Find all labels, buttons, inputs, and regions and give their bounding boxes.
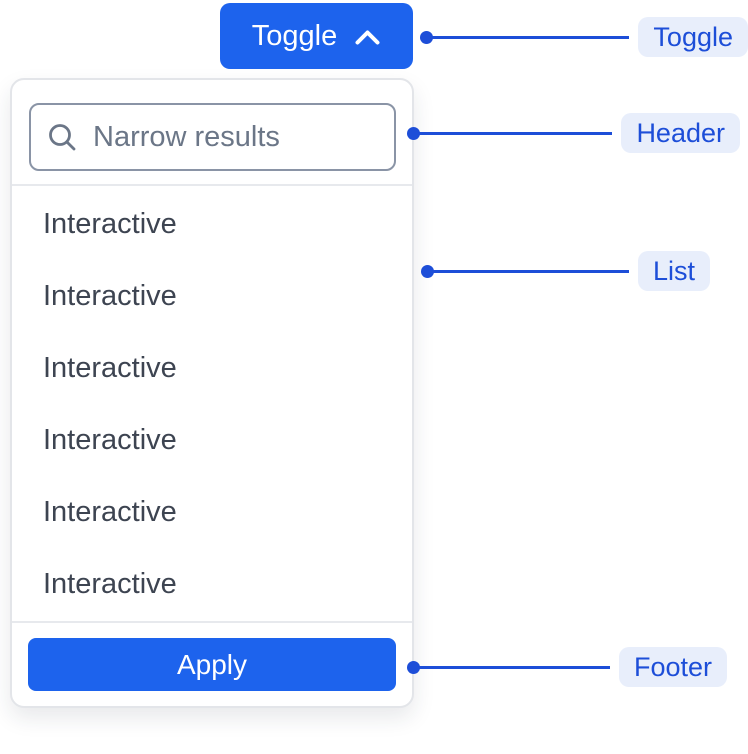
apply-button[interactable]: Apply [28, 638, 396, 691]
annotation-line [418, 131, 613, 135]
annotation-label-header: Header [621, 113, 740, 153]
annotation-dot [407, 660, 420, 674]
search-placeholder: Narrow results [93, 120, 280, 153]
annotation-label-toggle: Toggle [638, 17, 748, 57]
list-item[interactable]: Interactive [43, 567, 177, 600]
list-item[interactable]: Interactive [43, 495, 177, 528]
dropdown-footer: Apply [12, 621, 412, 706]
annotation-toggle: Toggle [420, 17, 748, 57]
annotation-dot [420, 30, 433, 44]
dropdown-panel: Narrow results Interactive Interactive I… [10, 78, 414, 708]
annotation-list: List [421, 251, 710, 291]
annotation-header: Header [407, 113, 740, 153]
annotation-dot [421, 264, 434, 278]
search-icon [47, 122, 78, 153]
annotation-dot [407, 126, 420, 140]
annotation-line [432, 269, 629, 273]
annotation-label-list: List [637, 251, 710, 291]
toggle-button-label: Toggle [251, 19, 338, 52]
list-item[interactable]: Interactive [43, 351, 177, 384]
list-item[interactable]: Interactive [43, 279, 177, 312]
chevron-up-icon [354, 27, 381, 46]
annotation-line [418, 665, 610, 669]
annotation-footer: Footer [407, 647, 727, 687]
list-item[interactable]: Interactive [43, 207, 177, 240]
list-item[interactable]: Interactive [43, 423, 177, 456]
dropdown-list: Interactive Interactive Interactive Inte… [12, 186, 412, 621]
annotation-label-footer: Footer [618, 647, 727, 687]
toggle-button[interactable]: Toggle [220, 3, 413, 69]
search-input[interactable]: Narrow results [29, 103, 396, 171]
annotation-line [431, 35, 630, 39]
dropdown-header: Narrow results [12, 80, 412, 186]
